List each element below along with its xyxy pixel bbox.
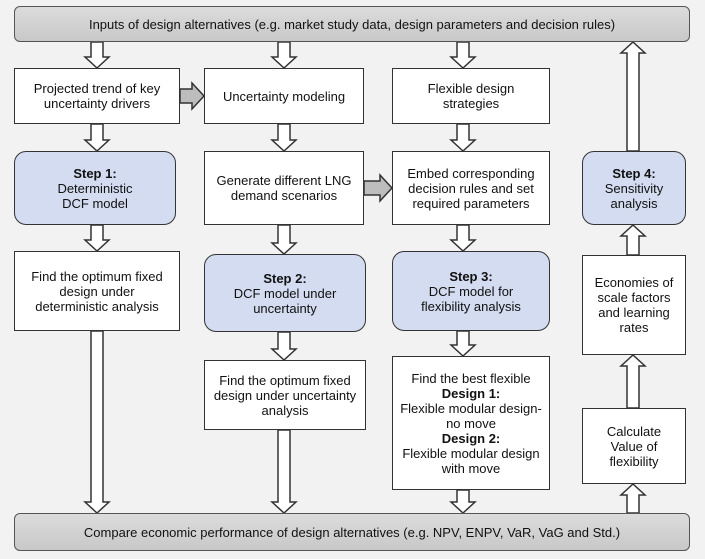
arrow-inputs-to-projected — [83, 41, 111, 70]
economies-of-scale-box: Economies of scale factors and learning … — [582, 255, 686, 355]
optimum-fixed-unc-line-2: design under uncertainty — [213, 387, 357, 403]
design1-line-1: Flexible modular design- — [400, 400, 542, 416]
value-of-flexibility-box: Calculate Value of flexibility — [582, 408, 686, 484]
value-flex-line-1: Calculate — [606, 423, 662, 439]
step3-box: Step 3: DCF model for flexibility analys… — [392, 251, 550, 331]
flexible-strategies-line-2: strategies — [442, 96, 500, 111]
design2-title: Design 2: — [441, 430, 501, 446]
arrow-best-to-compare — [449, 489, 477, 515]
embed-rules-box: Embed corresponding decision rules and s… — [392, 151, 550, 225]
value-flex-line-3: flexibility — [609, 453, 659, 469]
optimum-fixed-uncertainty-box: Find the optimum fixed design under unce… — [204, 360, 366, 430]
value-flex-line-2: Value of — [610, 438, 658, 454]
design2-line-2: with move — [441, 460, 501, 476]
generate-scenarios-box: Generate different LNG demand scenarios — [204, 151, 364, 225]
economies-line-2: scale factors — [597, 290, 671, 305]
uncertainty-modeling-line-1: Uncertainty modeling — [222, 88, 346, 104]
embed-rules-line-1: Embed corresponding — [407, 165, 535, 181]
projected-trend-line-2: uncertainty drivers — [43, 96, 151, 111]
economies-line-3: and learning — [598, 305, 670, 320]
arrow-inputs-to-uncertainty — [270, 41, 298, 70]
step1-title: Step 1: — [73, 165, 117, 181]
arrow-optimum-unc-to-compare — [270, 429, 298, 515]
arrow-compare-to-value — [619, 482, 647, 514]
flexible-strategies-line-1: Flexible design — [427, 81, 515, 96]
arrow-step3-to-best — [449, 330, 477, 358]
step2-title: Step 2: — [263, 270, 307, 286]
arrow-value-to-economies — [619, 353, 647, 409]
step4-line-1: Sensitivity — [604, 180, 664, 196]
arrow-step1-to-optimum-det — [83, 224, 111, 253]
step2-line-2: uncertainty — [253, 300, 317, 316]
step2-box: Step 2: DCF model under uncertainty — [204, 254, 366, 332]
optimum-fixed-det-line-2: design under — [59, 283, 135, 299]
arrow-optimum-det-to-compare — [83, 330, 111, 515]
step2-line-1: DCF model under — [233, 285, 337, 301]
compare-bar-label: Compare economic performance of design a… — [83, 524, 621, 540]
step4-line-2: analysis — [610, 195, 658, 211]
embed-rules-line-3: required parameters — [412, 195, 530, 211]
step1-box: Step 1: Deterministic DCF model — [14, 151, 176, 225]
economies-line-4: rates — [619, 320, 649, 335]
step3-line-1: DCF model for — [428, 283, 514, 299]
flexible-strategies-box: Flexible design strategies — [392, 68, 550, 124]
optimum-fixed-det-line-1: Find the optimum fixed — [31, 268, 163, 284]
best-flexible-intro: Find the best flexible — [411, 370, 531, 386]
step4-title: Step 4: — [612, 165, 656, 181]
generate-scenarios-line-1: Generate different LNG — [216, 173, 352, 188]
optimum-fixed-unc-line-1: Find the optimum fixed — [219, 372, 351, 388]
economies-line-1: Economies of — [594, 275, 674, 290]
arrow-step2-to-optimum-unc — [270, 331, 298, 362]
generate-scenarios-line-2: demand scenarios — [230, 188, 338, 203]
arrow-projected-to-step1 — [83, 123, 111, 153]
embed-rules-line-2: decision rules and set — [408, 180, 534, 196]
optimum-fixed-unc-line-3: analysis — [261, 402, 309, 418]
arrow-generate-to-step2 — [270, 224, 298, 256]
design2-line-1: Flexible modular design — [402, 445, 540, 461]
step3-title: Step 3: — [449, 268, 493, 284]
arrow-inputs-to-flexible — [449, 41, 477, 70]
best-flexible-box: Find the best flexible Design 1: Flexibl… — [392, 356, 550, 490]
inputs-bar: Inputs of design alternatives (e.g. mark… — [14, 6, 690, 42]
arrow-projected-to-uncertainty — [179, 81, 206, 111]
arrow-flexible-to-embed — [449, 123, 477, 153]
compare-bar: Compare economic performance of design a… — [14, 513, 690, 551]
design1-line-2: no move — [446, 415, 496, 431]
arrow-economies-to-step4 — [619, 223, 647, 256]
arrow-embed-to-step3 — [449, 224, 477, 253]
uncertainty-modeling-box: Uncertainty modeling — [204, 68, 364, 124]
step1-line-2: DCF model — [62, 195, 128, 211]
projected-trend-line-1: Projected trend of key — [33, 81, 161, 96]
step4-box: Step 4: Sensitivity analysis — [582, 151, 686, 225]
arrow-step4-to-inputs — [619, 40, 647, 152]
step3-line-2: flexibility analysis — [421, 298, 521, 314]
inputs-bar-label: Inputs of design alternatives (e.g. mark… — [88, 16, 616, 32]
optimum-fixed-det-line-3: deterministic analysis — [35, 298, 159, 314]
design1-title: Design 1: — [441, 385, 501, 401]
arrow-generate-to-embed — [363, 173, 394, 203]
arrow-uncertainty-to-generate — [270, 123, 298, 153]
projected-trend-box: Projected trend of key uncertainty drive… — [14, 68, 180, 124]
step1-line-1: Deterministic — [57, 180, 133, 196]
optimum-fixed-deterministic-box: Find the optimum fixed design under dete… — [14, 251, 180, 331]
